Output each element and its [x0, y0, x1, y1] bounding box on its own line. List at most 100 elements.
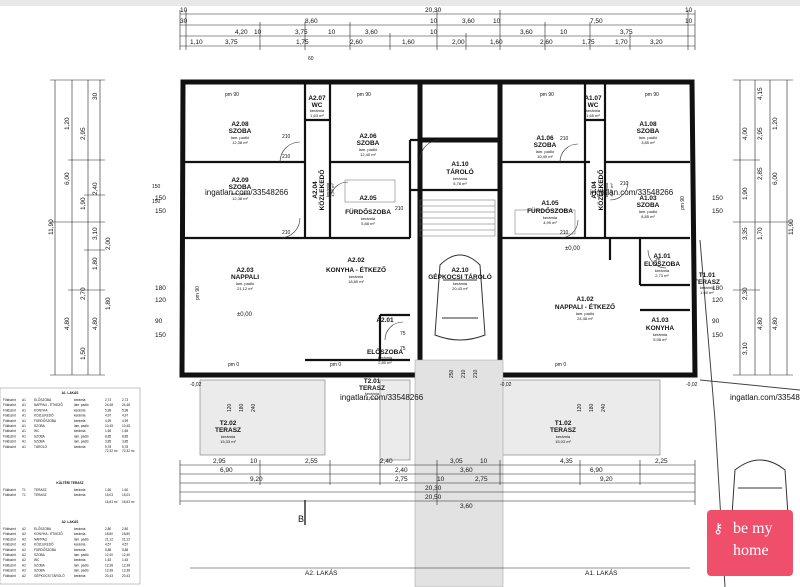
legend-cell: Földszint [3, 424, 16, 428]
legend-cell: KONYHA - ÉTKEZŐ [34, 531, 63, 536]
svg-text:120: 120 [577, 403, 583, 412]
legend-cell: lam. padló [74, 553, 89, 557]
dim-label: 10 [437, 476, 445, 483]
legend-cell: 4,57 [122, 543, 128, 547]
svg-text:A1.03: A1.03 [651, 317, 669, 324]
legend-cell: Földszint [3, 434, 16, 438]
legend-cell: lam. padló [74, 424, 89, 428]
legend-cell: Földszint [3, 548, 16, 552]
legend-cell: Földszint [3, 445, 16, 449]
legend-cell: 4,97 [122, 414, 128, 418]
legend-cell: 20,43 [122, 574, 130, 578]
dim-label: 30 [92, 92, 99, 100]
svg-text:210: 210 [282, 230, 291, 236]
svg-text:±0,00: ±0,00 [565, 246, 581, 252]
legend-cell: NAPPALI - ÉTKEZŐ [34, 402, 63, 407]
svg-text:180: 180 [589, 403, 595, 412]
svg-text:10,45 m²: 10,45 m² [537, 154, 553, 159]
legend-cell: 10,45 [105, 424, 113, 428]
legend-cell: 2,80 [105, 527, 111, 531]
opening-marks: pm 90 pm 90 pm 90 pm 90 pm 90 pm 90 pm 0… [152, 56, 698, 412]
dim-label: 10 [250, 458, 258, 465]
svg-text:16,63 m²: 16,63 m² [105, 500, 118, 504]
svg-text:kerámia: kerámia [655, 268, 670, 273]
room-a1-10: A1.10 TÁROLÓ kerámia 5,78 m² [446, 161, 473, 186]
legend-cell: 12,38 [105, 563, 113, 567]
left-dimensions [50, 79, 105, 376]
svg-text:250: 250 [449, 369, 455, 378]
dim-label: 2,75 [475, 476, 488, 483]
legend-cell: A1 [22, 434, 26, 438]
room-a1-01: A1.01 ELŐSZOBA kerámia 2,73 m² [644, 253, 680, 278]
dim-label: 4,80 [92, 317, 99, 330]
svg-text:210: 210 [620, 181, 629, 187]
dim-label: 3,75 [620, 29, 633, 36]
legend-cell: A2 [22, 569, 26, 573]
room-a1-03-konyha: A1.03 KONYHA kerámia 5,98 m² [646, 317, 674, 342]
svg-text:72,32 m²: 72,32 m² [122, 449, 135, 453]
svg-text:A1. LAKÁS: A1. LAKÁS [62, 390, 79, 395]
dim-label: 3,10 [742, 342, 749, 355]
dim-label: 180 [155, 285, 166, 292]
svg-text:lam. padló: lam. padló [231, 135, 250, 140]
dim-label: 1,20 [64, 117, 71, 130]
legend-cell: Földszint [3, 543, 16, 547]
svg-text:kerámia: kerámia [361, 216, 376, 221]
legend-cell: A1 [22, 398, 26, 402]
logo-line-1: be my [733, 520, 773, 537]
dim-label: 3,75 [225, 39, 238, 46]
svg-text:A2.04: A2.04 [312, 181, 319, 199]
svg-text:ELŐSZOBA: ELŐSZOBA [367, 347, 403, 356]
svg-text:lam. padló: lam. padló [639, 135, 658, 140]
svg-text:210: 210 [282, 154, 291, 160]
legend-cell: kerámia [74, 543, 86, 547]
svg-text:SZOBA: SZOBA [534, 142, 557, 149]
legend-cell: Földszint [3, 403, 16, 407]
legend-cell: A1 [22, 403, 26, 407]
dim-label: 3,05 [450, 458, 463, 465]
dim-label: 3,35 [742, 227, 749, 240]
room-t2-02: T2.02 TERASZ kerámia 15,33 m² [215, 420, 241, 444]
right-dimension-labels: 11,90 1,20 6,00 4,80 2,95 4,15 2,85 4,00… [712, 87, 795, 355]
svg-text:1,70 m²: 1,70 m² [365, 396, 379, 401]
dim-label: 20,30 [425, 485, 442, 492]
dim-label: 10 [560, 29, 568, 36]
svg-text:lam. padló: lam. padló [576, 311, 595, 316]
dim-label: 2,40 [380, 458, 393, 465]
legend-cell: 5,98 [105, 408, 111, 412]
svg-text:kerámia: kerámia [349, 274, 364, 279]
legend-cell: 4,57 [105, 543, 111, 547]
legend-cell: T1 [22, 493, 26, 497]
dim-label: 11,90 [48, 219, 55, 235]
svg-text:210: 210 [560, 230, 569, 236]
legend-cell: lam. padló [74, 563, 89, 567]
svg-text:A2.05: A2.05 [359, 195, 377, 202]
svg-text:A1.08: A1.08 [639, 121, 657, 128]
room-a2-08: A2.08 SZOBA lam. padló 12,38 m² [229, 121, 252, 145]
legend-cell: SZOBA [34, 569, 46, 573]
legend-cell: 20,43 [105, 574, 113, 578]
dim-label: 30 [180, 18, 188, 25]
svg-text:-0,02: -0,02 [500, 382, 512, 388]
legend-cell: A2 [22, 553, 26, 557]
top-dimensions [179, 10, 696, 50]
legend-cell: A2 [22, 532, 26, 536]
room-a2-01: A2.01 ELŐSZOBA kerámia 2,80 m² [367, 317, 403, 365]
dim-label: 3,20 [650, 39, 663, 46]
legend-cell: 12,40 [105, 553, 113, 557]
legend-cell: KÖZLEKEDŐ [34, 542, 54, 547]
dim-label: 10 [254, 29, 262, 36]
legend-cell: A1 [22, 408, 26, 412]
dim-label: 4,35 [560, 458, 573, 465]
legend-cell: FÜRDŐSZOBA [34, 547, 57, 552]
dim-label: 2,30 [742, 287, 749, 300]
dim-label: 3,60 [460, 503, 473, 510]
svg-text:8,85 m²: 8,85 m² [641, 214, 655, 219]
dim-label: 90 [712, 318, 720, 325]
svg-text:FÜRDŐSZOBA: FÜRDŐSZOBA [527, 206, 573, 215]
svg-text:4,97 m²: 4,97 m² [609, 183, 614, 197]
svg-text:210: 210 [560, 136, 569, 142]
svg-text:T1.02: T1.02 [555, 420, 572, 427]
interior-walls [183, 82, 690, 362]
terraces [199, 379, 661, 461]
